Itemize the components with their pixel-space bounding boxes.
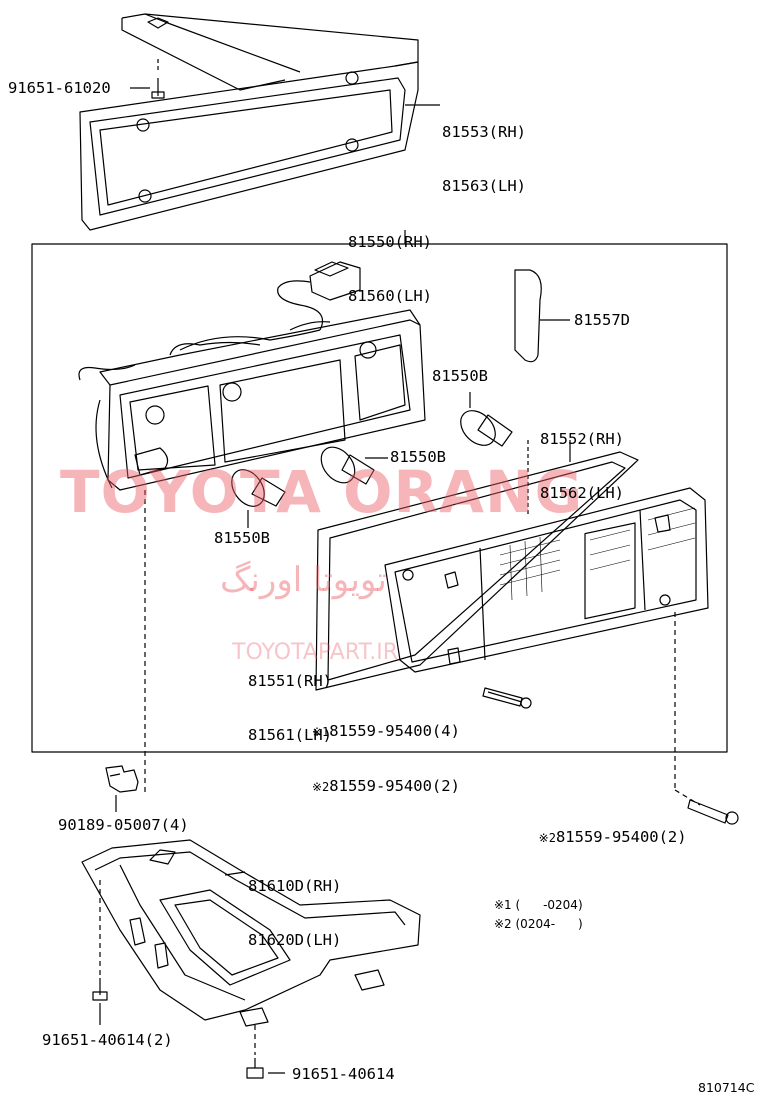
label-bolt-bottom: 91651-40614: [292, 1065, 395, 1083]
assembly-frame: [31, 243, 728, 753]
label-screw1-mark: ※1: [312, 725, 330, 739]
label-screw2: 81559-95400(2): [329, 777, 460, 795]
label-lamp-lh: 81560(LH): [348, 287, 432, 305]
bulb-left: [134, 447, 286, 507]
label-nut: 90189-05007(4): [58, 816, 189, 834]
label-lens: 81551(RH) 81561(LH): [248, 636, 332, 762]
label-gasket-lh: 81562(LH): [540, 484, 624, 502]
lamp-housing: [78, 309, 426, 491]
label-bracket-rh: 81553(RH): [442, 123, 526, 141]
label-bulb-center: 81550B: [390, 448, 446, 466]
bolt-bottom: [246, 1058, 264, 1079]
label-lamp: 81550(RH) 81560(LH): [348, 197, 432, 323]
label-lens-rh: 81551(RH): [248, 672, 332, 690]
label-screw-outer: ※281559-95400(2): [520, 810, 687, 847]
label-screw1: 81559-95400(4): [329, 722, 460, 740]
label-bulb-left: 81550B: [214, 529, 270, 547]
label-lens-lh: 81561(LH): [248, 726, 332, 744]
label-bolt-left: 91651-40614(2): [42, 1031, 173, 1049]
clip-nut: [105, 765, 139, 793]
label-screw-center: ※181559-95400(4) ※281559-95400(2): [312, 686, 460, 814]
under-cover: [81, 839, 421, 1027]
watermark-url: TOYOTAPART.IR: [232, 640, 399, 665]
diagram-id: 810714C: [698, 1080, 755, 1095]
label-screw3: 81559-95400(2): [555, 828, 687, 846]
label-gasket-rh: 81552(RH): [540, 430, 624, 448]
label-gasket: 81552(RH) 81562(LH): [540, 394, 624, 520]
note-1: ※1 ( -0204): [494, 898, 583, 912]
lamp-lens: [384, 487, 709, 673]
screw-center: [482, 687, 532, 709]
bolt-top: [151, 58, 165, 99]
gasket: [315, 451, 639, 691]
label-screw2-mark: ※2: [312, 780, 330, 794]
label-cover-lh: 81620D(LH): [248, 931, 342, 949]
label-lamp-rh: 81550(RH): [348, 233, 432, 251]
note-2: ※2 (0204- ): [494, 917, 583, 931]
bolt-left: [92, 978, 108, 1001]
watermark-text: TOYOTA ORANG: [60, 458, 584, 526]
reflector: [514, 269, 542, 363]
label-cover: 81610D(RH) 81620D(LH): [248, 841, 341, 967]
watermark-persian-text: تویوتا اورنگ: [220, 560, 387, 600]
label-bracket: 81553(RH) 81563(LH): [442, 87, 526, 213]
bulb-right: [460, 410, 513, 447]
bulb-center: [320, 446, 375, 485]
lamp-cable: [277, 261, 361, 331]
label-bulb-right: 81550B: [432, 367, 488, 385]
label-bolt-top: 91651-61020: [8, 79, 111, 97]
label-bracket-lh: 81563(LH): [442, 177, 526, 195]
label-reflector: 81557D: [574, 311, 630, 329]
license-bracket: [79, 13, 419, 231]
screw-outer: [687, 799, 739, 825]
label-cover-rh: 81610D(RH): [248, 877, 342, 895]
label-screw3-mark: ※2: [538, 831, 556, 845]
